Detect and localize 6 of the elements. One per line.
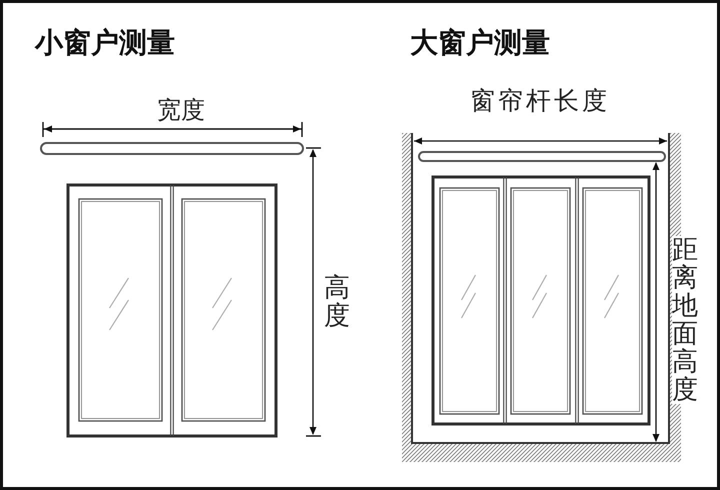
section-heading: 小窗户测量 — [35, 29, 175, 57]
section-heading: 大窗户测量 — [410, 29, 550, 57]
dimension-label: 高度 — [324, 274, 350, 330]
dimension-label: 窗帘杆长度 — [470, 88, 610, 113]
dimension-label: 宽度 — [157, 98, 205, 122]
dimension-label: 距离地面高度 — [672, 236, 698, 404]
